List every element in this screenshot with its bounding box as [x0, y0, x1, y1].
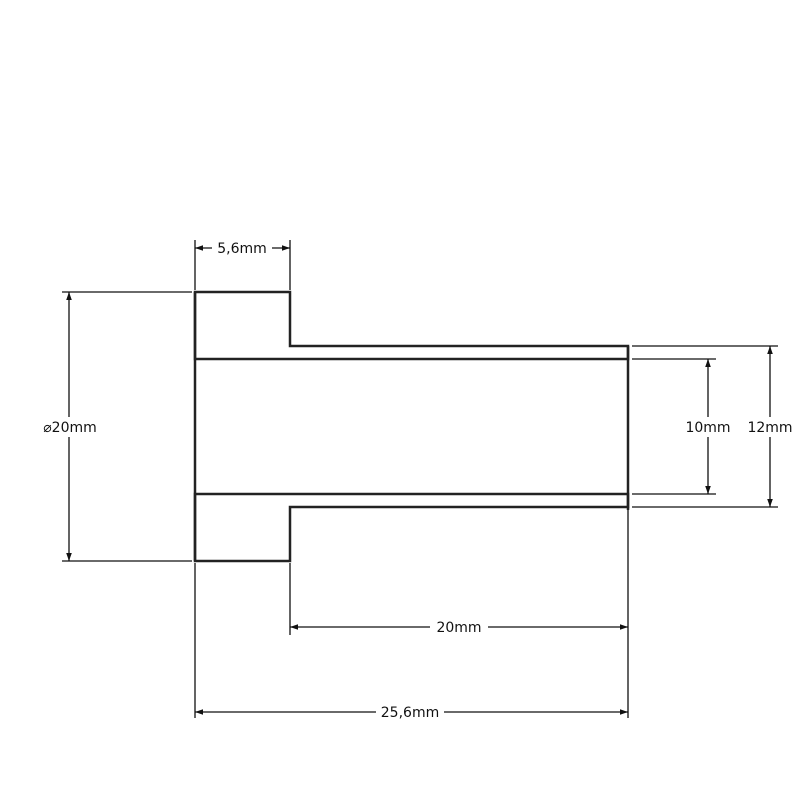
dim-inner-diameter: 10mm [632, 358, 734, 495]
dim-total-length: 25,6mm [194, 563, 628, 722]
dim-flange-width: 5,6mm [194, 239, 291, 290]
label-inner-diameter: 10mm [685, 420, 730, 436]
dim-flange-diameter: ⌀20mm [36, 291, 192, 562]
label-total-length: 25,6mm [381, 705, 439, 721]
label-outer-diameter: 12mm [747, 420, 792, 436]
label-tube-length: 20mm [436, 620, 481, 636]
dim-outer-diameter: 12mm [632, 345, 796, 508]
label-flange-diameter: ⌀20mm [43, 420, 97, 436]
dim-tube-length: 20mm [289, 510, 629, 718]
section-top-hatch [193, 290, 630, 361]
section-bottom-hatch [193, 492, 630, 563]
label-flange-width: 5,6mm [217, 241, 267, 257]
